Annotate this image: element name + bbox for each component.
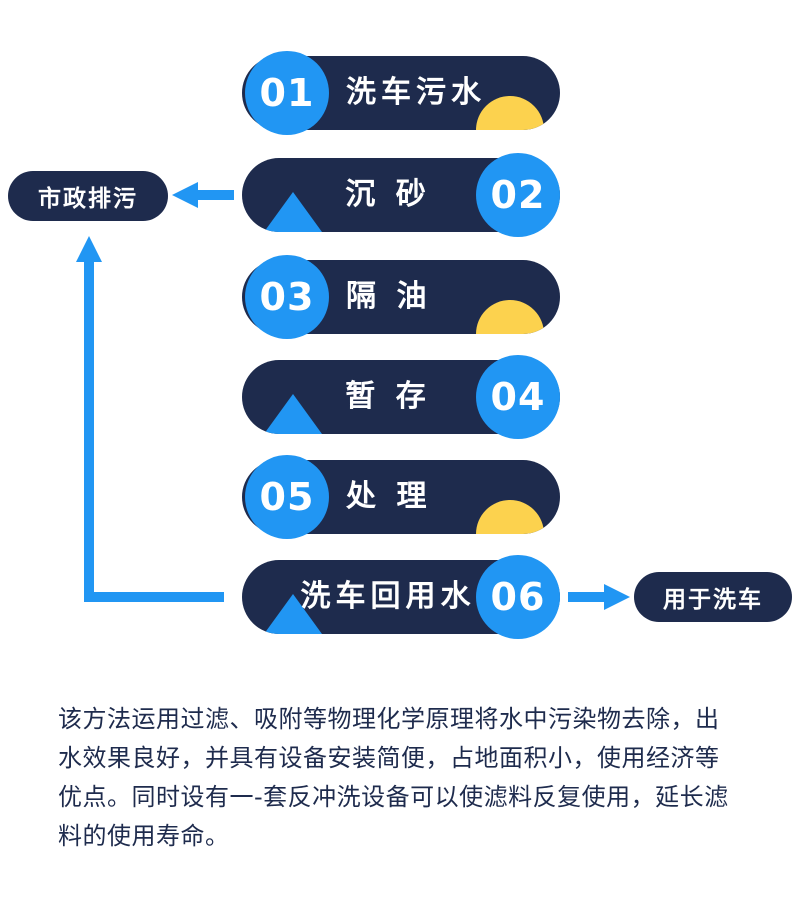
half-circle-icon (476, 96, 544, 130)
triangle-up-icon (264, 394, 322, 434)
half-circle-icon (476, 300, 544, 334)
step-02: 沉 砂 02 (0, 153, 800, 237)
step-06: 洗车回用水 06 (0, 555, 800, 639)
step-05-label: 处 理 (346, 479, 432, 514)
arrow-up-icon (76, 236, 102, 262)
step-03-label: 隔 油 (346, 279, 432, 314)
reuse-for-carwash-node: 用于洗车 (634, 572, 792, 622)
step-01: 洗车污水 01 (0, 51, 800, 135)
step-05: 处 理 05 (0, 455, 800, 539)
arrow-right-icon (604, 584, 630, 610)
step-01-label: 洗车污水 (346, 75, 486, 110)
triangle-up-icon (264, 192, 322, 232)
step-06-number: 06 (476, 555, 560, 639)
step-03: 隔 油 03 (0, 255, 800, 339)
step-01-number: 01 (245, 51, 329, 135)
municipal-sewage-node: 市政排污 (8, 171, 168, 221)
description-text: 该方法运用过滤、吸附等物理化学原理将水中污染物去除，出水效果良好，并具有设备安装… (58, 705, 729, 850)
connector-horizontal-line (84, 592, 224, 602)
step-04: 暂 存 04 (0, 355, 800, 439)
step-06-label: 洗车回用水 (300, 579, 476, 614)
arrow-shaft (568, 592, 604, 602)
arrow-left-icon (172, 182, 198, 208)
step-04-label: 暂 存 (345, 379, 431, 414)
step-03-number: 03 (245, 255, 329, 339)
step-02-number: 02 (476, 153, 560, 237)
half-circle-icon (476, 500, 544, 534)
step-02-label: 沉 砂 (345, 177, 431, 212)
step-05-number: 05 (245, 455, 329, 539)
connector-vertical-line (84, 262, 94, 602)
triangle-up-icon (264, 594, 322, 634)
arrow-shaft (198, 190, 234, 200)
step-04-number: 04 (476, 355, 560, 439)
